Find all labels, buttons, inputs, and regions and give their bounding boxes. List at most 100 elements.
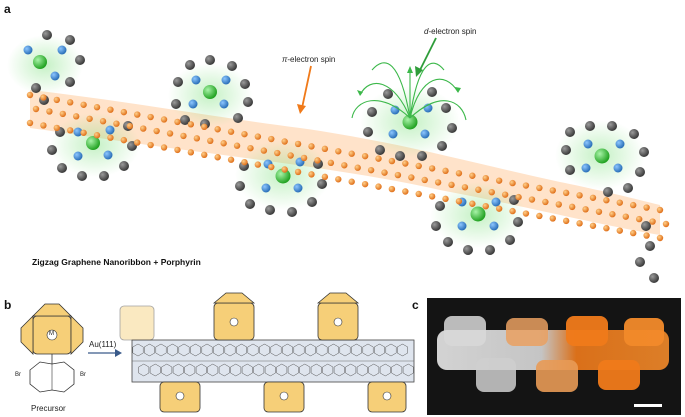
ribbon-atom [635, 215, 643, 223]
ribbon-atom [603, 197, 610, 204]
ribbon-atom [482, 202, 489, 210]
product-hexagon [259, 343, 270, 357]
ribbon-atom [536, 212, 543, 220]
ribbon-atom [381, 169, 388, 176]
product-hexagon [149, 363, 161, 377]
br-right-label: Br [80, 372, 86, 378]
pi-spin-text: -electron spin [287, 55, 336, 64]
ribbon-atom [147, 141, 154, 149]
product-hexagon [339, 343, 351, 357]
ribbon-atom [73, 113, 80, 120]
ribbon-atom [361, 152, 369, 160]
ribbon-atom [160, 144, 168, 151]
ribbon-atom [268, 163, 275, 171]
ribbon-atom [388, 157, 396, 165]
ribbon-atom [475, 186, 482, 193]
ribbon-atom [643, 204, 650, 211]
product-hexagon [356, 363, 368, 377]
ribbon-atom [428, 165, 436, 172]
ribbon-atom [448, 181, 455, 189]
ribbon-atom [522, 210, 530, 217]
product-hexagon [144, 343, 155, 357]
ribbon-atom [294, 168, 302, 176]
ribbon-atom [482, 174, 489, 182]
product-hex-grid [132, 343, 414, 377]
product-hexagon [253, 363, 265, 377]
ribbon-atom [281, 166, 288, 173]
product-hexagon [282, 343, 293, 357]
ribbon-atom [367, 166, 375, 174]
ribbon-atom [32, 105, 40, 113]
ribbon-atom [589, 222, 597, 229]
ribbon-atom [568, 203, 576, 211]
product-hexagon [195, 363, 207, 377]
product-hexagon [402, 363, 414, 377]
ribbon-atom [629, 229, 637, 237]
d-spin-arrowheads [357, 66, 461, 96]
panel-c-label: c [412, 298, 419, 312]
ribbon-atom [562, 217, 570, 225]
ribbon-atom [46, 108, 53, 115]
ribbon-atom [656, 234, 664, 242]
product-hexagon [201, 343, 213, 357]
ribbon-atom [469, 172, 476, 179]
product-hexagon [247, 343, 259, 357]
ribbon-atom [589, 194, 597, 201]
ribbon-atom [308, 171, 315, 178]
ribbon-atom [187, 121, 195, 128]
ribbon-atoms [26, 91, 670, 242]
ribbon-atom [408, 174, 415, 181]
ribbon-atom [247, 144, 254, 152]
pi-spin-label: π-electron spin [282, 55, 335, 64]
ribbon-atom [207, 137, 214, 145]
ribbon-atom [421, 176, 428, 184]
product-hexagon [161, 363, 173, 377]
ribbon-atom [214, 154, 221, 161]
ribbon-atom [274, 149, 281, 157]
ribbon-atom [99, 118, 107, 125]
ribbon-atom [629, 201, 637, 209]
ribbon-atom [153, 127, 160, 135]
product-hexagon [190, 343, 201, 357]
ribbon-atom [187, 149, 195, 156]
ribbon-atom [616, 199, 623, 206]
ribbon-atom [402, 188, 409, 195]
ribbon-atom [576, 220, 583, 227]
ribbon-atom [80, 129, 87, 136]
ribbon-atom [562, 189, 570, 197]
ribbon-atom [335, 176, 342, 183]
ribbon-atom [281, 138, 288, 145]
ribbon-atom [595, 208, 603, 215]
ribbon-atom [488, 188, 495, 196]
product-hexagon [385, 343, 397, 357]
ribbon-atom [193, 135, 201, 142]
ribbon-atom [308, 143, 315, 150]
product-hexagon [155, 343, 167, 357]
ribbon-atom [649, 218, 656, 225]
ribbon-atom [59, 110, 67, 118]
product-hexagon [172, 363, 184, 377]
product-hexagon [310, 363, 322, 377]
product-hexagon [299, 363, 311, 377]
ribbon-atom [415, 162, 422, 170]
ribbon-atom [341, 162, 348, 169]
ribbon-atom [522, 182, 530, 189]
ribbon-atom [86, 115, 93, 122]
ribbon-atom [576, 192, 583, 199]
product-hexagon [374, 343, 385, 357]
product-hexagon [178, 343, 190, 357]
ribbon-atom [107, 106, 114, 113]
reaction-condition: Au(111) [89, 340, 117, 349]
product-hexagon [391, 363, 403, 377]
d-spin-text: -electron spin [428, 27, 477, 36]
ribbon-atom [321, 145, 329, 153]
product-hexagon [207, 363, 219, 377]
product-porphyrins [119, 292, 407, 413]
ribbon-atom [40, 122, 47, 129]
ribbon-atom [469, 200, 476, 207]
product-hexagon [333, 363, 345, 377]
product-hexagon [328, 343, 339, 357]
d-spin-label: d-electron spin [424, 27, 476, 36]
d-spin-symbol: d [424, 27, 429, 36]
